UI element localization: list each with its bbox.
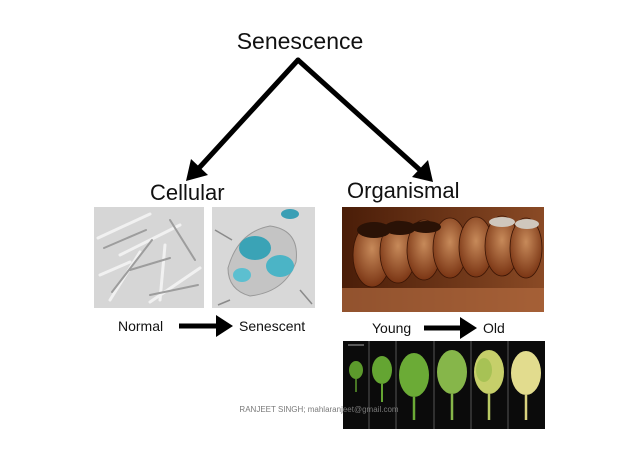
age-transition-arrow bbox=[424, 317, 477, 339]
normal-cells-image bbox=[94, 207, 204, 308]
branch-label-cellular: Cellular bbox=[150, 180, 225, 205]
arrowhead-cellular bbox=[186, 159, 208, 181]
author-credit: RANJEET SINGH; mahlaranjeet@gmail.com bbox=[239, 405, 399, 414]
branch-label-organismal: Organismal bbox=[347, 178, 460, 203]
leaf-senescence-image bbox=[343, 341, 545, 429]
label-normal: Normal bbox=[118, 318, 164, 334]
cell-transition-arrow bbox=[179, 315, 233, 337]
label-old: Old bbox=[483, 320, 505, 336]
aging-faces-image bbox=[342, 207, 544, 312]
arrow-to-cellular bbox=[196, 57, 301, 171]
senescent-cells-image bbox=[212, 207, 315, 308]
arrowhead-organismal bbox=[412, 160, 433, 182]
arrow-to-organismal bbox=[295, 57, 423, 173]
label-senescent: Senescent bbox=[239, 318, 306, 334]
branch-arrows bbox=[196, 57, 423, 173]
diagram-title: Senescence bbox=[236, 28, 364, 54]
label-young: Young bbox=[372, 320, 412, 336]
